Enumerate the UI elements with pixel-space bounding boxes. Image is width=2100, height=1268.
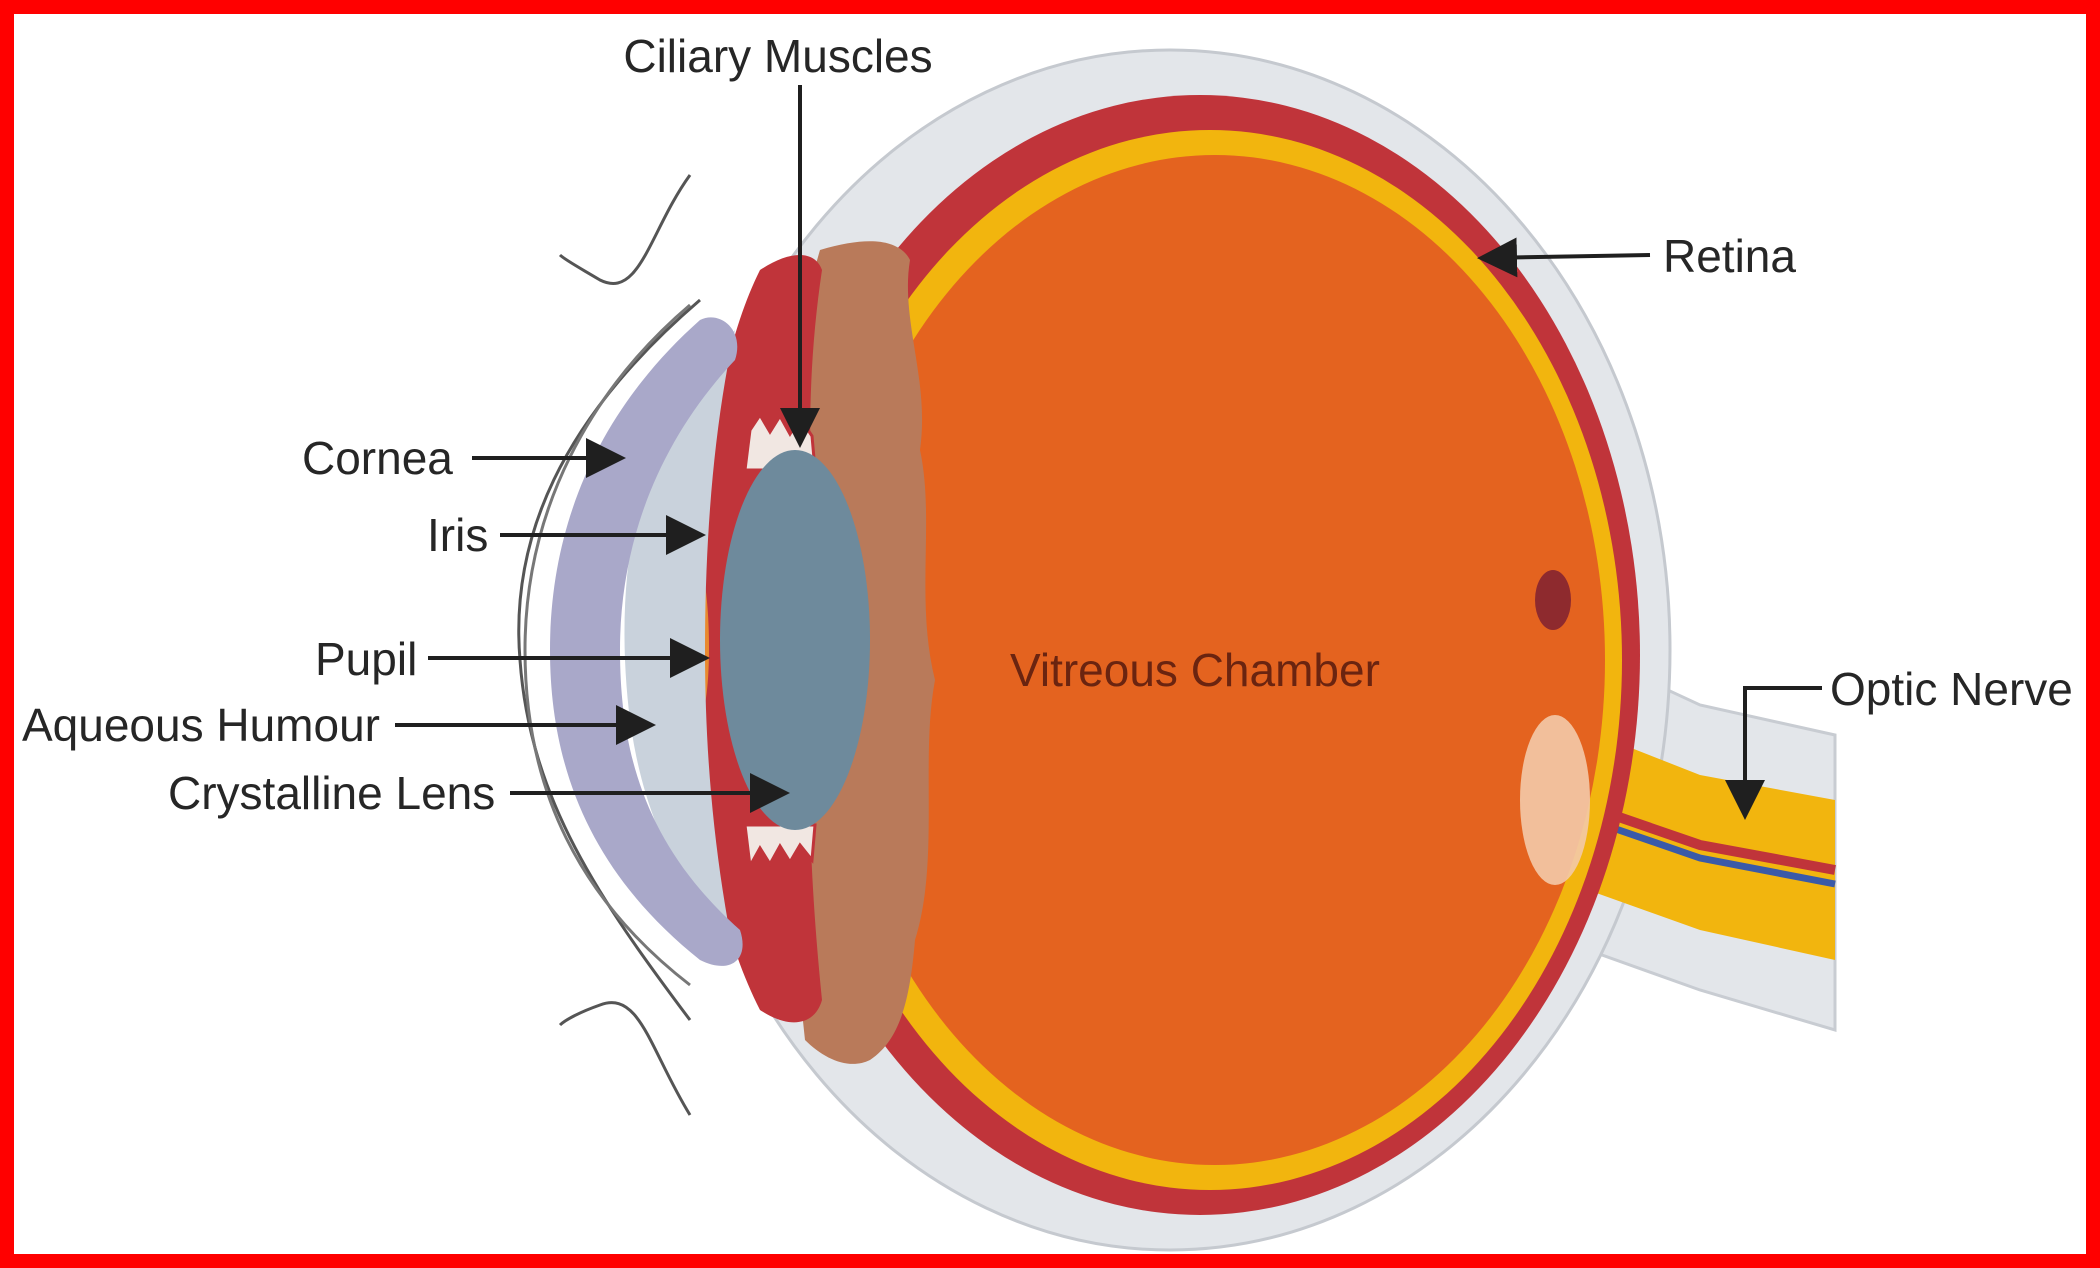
label-optic-nerve: Optic Nerve	[1830, 663, 2073, 715]
label-retina: Retina	[1663, 230, 1796, 282]
label-cornea: Cornea	[302, 432, 453, 484]
crystalline-lens-shape	[720, 450, 870, 830]
label-pupil: Pupil	[315, 633, 417, 685]
label-ciliary-muscles: Ciliary Muscles	[623, 30, 932, 82]
label-iris: Iris	[427, 509, 488, 561]
optic-disc	[1520, 715, 1590, 885]
label-vitreous-chamber: Vitreous Chamber	[1010, 644, 1380, 696]
label-crystalline-lens: Crystalline Lens	[168, 767, 495, 819]
fovea	[1535, 570, 1571, 630]
label-aqueous-humour: Aqueous Humour	[22, 699, 380, 751]
